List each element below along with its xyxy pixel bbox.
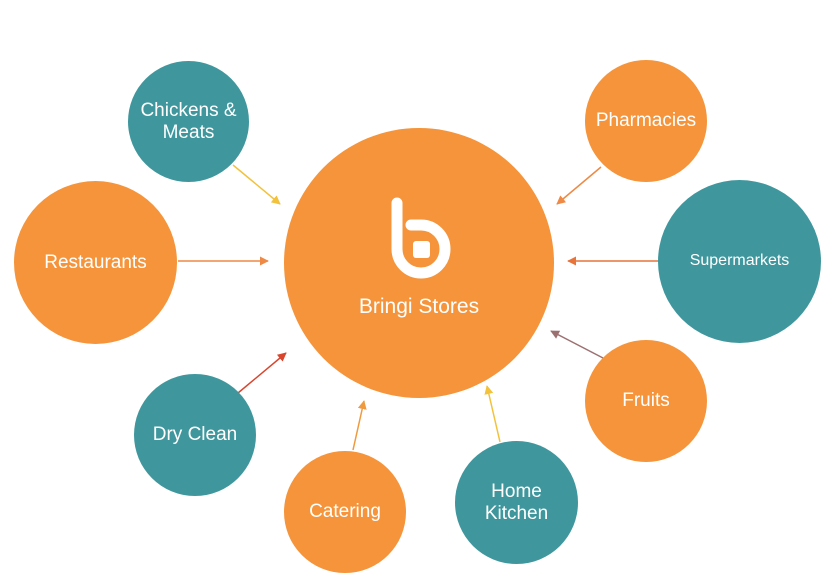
node-label-chickens-meats: Chickens & Meats xyxy=(140,99,237,143)
node-label-restaurants: Restaurants xyxy=(44,251,147,273)
node-label-pharmacies: Pharmacies xyxy=(595,110,697,132)
node-label-supermarkets: Supermarkets xyxy=(689,252,790,270)
node-home-kitchen: Home Kitchen xyxy=(455,441,578,564)
arrow-dry-clean-to-hub xyxy=(237,352,287,394)
node-label-home-kitchen: Home Kitchen xyxy=(484,480,549,524)
hub-bringi-stores: Bringi Stores xyxy=(284,128,554,398)
node-label-fruits: Fruits xyxy=(622,390,670,412)
bringi-b-logo-icon xyxy=(391,197,451,279)
node-catering: Catering xyxy=(284,451,406,573)
node-chickens-meats: Chickens & Meats xyxy=(128,61,249,182)
node-label-catering: Catering xyxy=(309,501,381,523)
node-restaurants: Restaurants xyxy=(14,181,177,344)
arrow-fruits-to-hub xyxy=(550,330,604,359)
node-label-dry-clean: Dry Clean xyxy=(152,424,238,446)
arrow-pharmacies-to-hub xyxy=(556,166,602,205)
arrow-catering-to-hub xyxy=(352,400,367,451)
node-pharmacies: Pharmacies xyxy=(585,60,707,182)
arrow-home-kitchen-to-hub xyxy=(484,385,501,443)
arrow-chickens-meats-to-hub xyxy=(232,164,281,205)
node-dry-clean: Dry Clean xyxy=(134,374,256,496)
hub-label: Bringi Stores xyxy=(358,294,480,318)
node-supermarkets: Supermarkets xyxy=(658,180,821,343)
node-fruits: Fruits xyxy=(585,340,707,462)
